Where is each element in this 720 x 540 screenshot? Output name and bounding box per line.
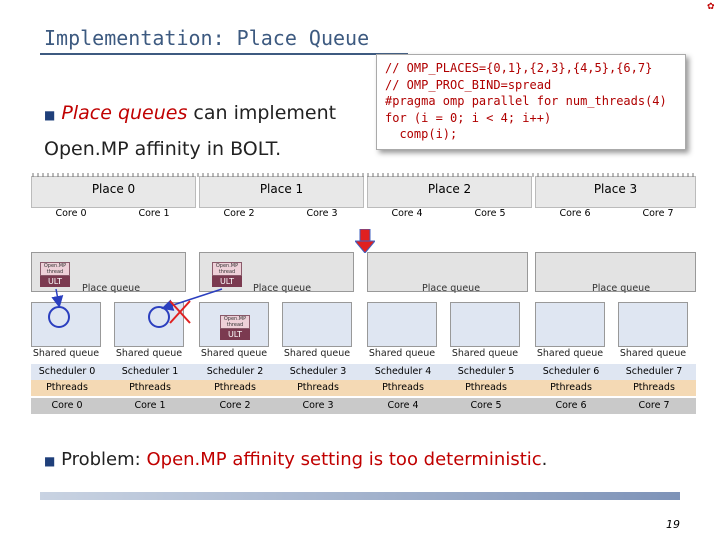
place-3-bar (535, 176, 696, 208)
scheduler-6: Scheduler 6 (542, 366, 600, 377)
place-label-0: Place 0 (91, 182, 136, 196)
bullet-place-queues: ■ Place queues can implement Open.MP aff… (44, 96, 374, 166)
pthreads-1: Pthreads (129, 382, 171, 393)
core-top-0: Core 0 (55, 208, 87, 219)
place-queue-label-1: Place queue (253, 283, 312, 294)
core-top-3: Core 3 (306, 208, 338, 219)
scheduler-7: Scheduler 7 (625, 366, 683, 377)
shared-queue-box-4 (367, 302, 437, 347)
place-2-bar (367, 176, 532, 208)
pthreads-0: Pthreads (46, 382, 88, 393)
place-1-bar (199, 176, 364, 208)
bullet-icon: ■ (44, 108, 56, 122)
home-icon[interactable]: ✿ (707, 2, 715, 12)
scheduler-2: Scheduler 2 (206, 366, 264, 377)
core-bottom-0: Core 0 (51, 400, 83, 411)
core-bottom-6: Core 6 (555, 400, 587, 411)
shared-queue-label-3: Shared queue (283, 348, 351, 359)
scheduler-3: Scheduler 3 (289, 366, 347, 377)
pthreads-row: Pthreads Pthreads Pthreads Pthreads Pthr… (31, 380, 696, 396)
core-bottom-1: Core 1 (134, 400, 166, 411)
openmp-thread-1: Open.MP thread (212, 262, 242, 276)
down-arrow-icon (355, 229, 375, 253)
place-label-1: Place 1 (259, 182, 304, 196)
core-top-2: Core 2 (223, 208, 255, 219)
shared-queue-label-2: Shared queue (200, 348, 268, 359)
place-ticks (31, 173, 696, 177)
shared-queue-label-6: Shared queue (536, 348, 604, 359)
bullet-problem: ■ Problem: Open.MP affinity setting is t… (44, 449, 547, 470)
scheduler-4: Scheduler 4 (374, 366, 432, 377)
pthreads-4: Pthreads (382, 382, 424, 393)
core-bottom-5: Core 5 (470, 400, 502, 411)
shared-queue-label-0: Shared queue (32, 348, 100, 359)
bullet-place-queues-red: Place queues (61, 102, 188, 124)
shared-queue-label-7: Shared queue (619, 348, 687, 359)
place-queue-2 (367, 252, 528, 292)
bullet-problem-prefix: Problem: (61, 449, 147, 470)
core-bottom-7: Core 7 (638, 400, 670, 411)
tick-marks (32, 173, 694, 177)
footer-bar (40, 492, 680, 500)
core-top-7: Core 7 (642, 208, 674, 219)
place-queue-0 (31, 252, 186, 292)
core-bottom-row: Core 0 Core 1 Core 2 Core 3 Core 4 Core … (31, 398, 696, 414)
place-queue-3 (535, 252, 696, 292)
core-bottom-2: Core 2 (219, 400, 251, 411)
pthreads-6: Pthreads (550, 382, 592, 393)
core-top-1: Core 1 (138, 208, 170, 219)
shared-queue-box-3 (282, 302, 352, 347)
ult-2: ULT (220, 329, 250, 340)
core-bottom-4: Core 4 (387, 400, 419, 411)
circle-marker-1 (148, 306, 170, 328)
pthreads-2: Pthreads (214, 382, 256, 393)
place-queue-label-3: Place queue (592, 283, 651, 294)
shared-queue-box-5 (450, 302, 520, 347)
bullet-problem-suffix: . (541, 449, 548, 470)
ult-0: ULT (40, 276, 70, 287)
cross-line-b (169, 300, 191, 324)
bullet-icon: ■ (44, 454, 56, 468)
bullet-place-queues-rest: can implement Open.MP affinity in BOLT. (44, 102, 337, 160)
place-queue-label-0: Place queue (82, 283, 141, 294)
place-queue-label-2: Place queue (422, 283, 481, 294)
shared-queue-box-6 (535, 302, 605, 347)
place-label-2: Place 2 (427, 182, 472, 196)
arrow-ult0-to-circle (51, 288, 64, 308)
place-label-3: Place 3 (593, 182, 638, 196)
openmp-thread-2: Open.MP thread (220, 315, 250, 329)
core-top-4: Core 4 (391, 208, 423, 219)
slide-title: Implementation: Place Queue (44, 26, 370, 50)
bullet-problem-red: Open.MP affinity setting is too determin… (146, 449, 542, 470)
code-box: // OMP_PLACES={0,1},{2,3},{4,5},{6,7} //… (376, 54, 686, 150)
pthreads-3: Pthreads (297, 382, 339, 393)
pthreads-5: Pthreads (465, 382, 507, 393)
place-0-bar (31, 176, 196, 208)
openmp-thread-0: Open.MP thread (40, 262, 70, 276)
scheduler-0: Scheduler 0 (38, 366, 96, 377)
ult-1: ULT (212, 276, 242, 287)
shared-queue-label-5: Shared queue (451, 348, 519, 359)
scheduler-row: Scheduler 0 Scheduler 1 Scheduler 2 Sche… (31, 364, 696, 380)
pthreads-7: Pthreads (633, 382, 675, 393)
page-number: 19 (666, 518, 680, 531)
shared-queue-label-4: Shared queue (368, 348, 436, 359)
shared-queue-box-7 (618, 302, 688, 347)
core-bottom-3: Core 3 (302, 400, 334, 411)
scheduler-1: Scheduler 1 (121, 366, 179, 377)
core-top-5: Core 5 (474, 208, 506, 219)
scheduler-5: Scheduler 5 (457, 366, 515, 377)
core-top-6: Core 6 (559, 208, 591, 219)
shared-queue-label-1: Shared queue (115, 348, 183, 359)
title-underline (40, 53, 408, 55)
